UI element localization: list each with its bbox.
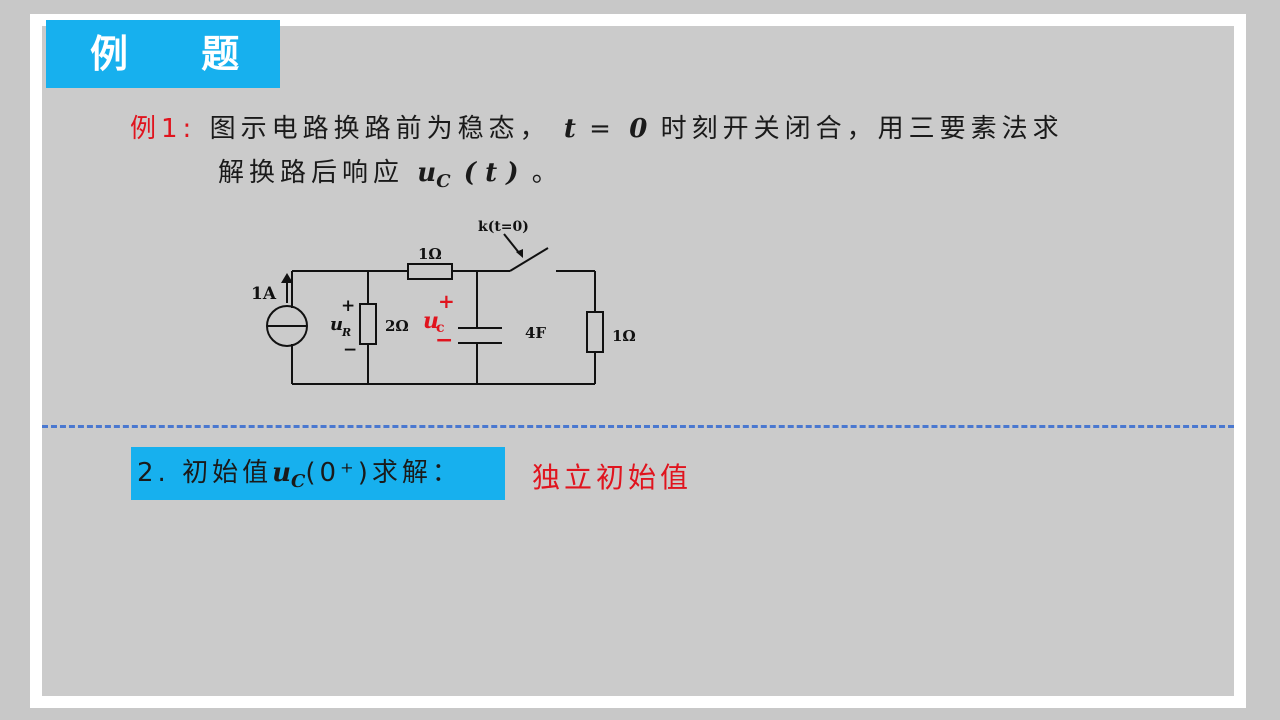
cap-label: 4F — [525, 324, 546, 342]
switch-label: k(t=0) — [478, 219, 529, 235]
ur-plus: + — [341, 296, 355, 316]
uc-variable: u — [417, 158, 437, 188]
uc-argument: ( t ) — [463, 158, 519, 188]
ur-label: u — [330, 314, 343, 335]
switch-blade — [509, 247, 549, 272]
step-prefix: 2. 初始值 — [137, 458, 273, 488]
uc-subscript: C — [436, 171, 451, 192]
step-u-variable: u — [272, 458, 291, 488]
problem-label: 例1: — [130, 114, 197, 144]
step-argument: (0⁺) — [305, 458, 372, 488]
circuit-diagram: 1A 1Ω k(t=0) 2Ω 4F 1Ω + − u R + u c − — [251, 219, 636, 385]
problem-text-2: 解换路后响应 — [218, 158, 405, 188]
switch-arrow-head — [516, 249, 523, 258]
r1-label: 1Ω — [418, 245, 442, 263]
switch-label-arrow — [503, 233, 521, 255]
uc-subscript: c — [436, 320, 445, 336]
current-arrow-icon — [281, 273, 293, 283]
resistor-1ohm-load — [586, 311, 604, 353]
section-title: 例 题 — [46, 20, 280, 88]
time-zero: 0 — [629, 114, 648, 144]
uc-plus: + — [438, 289, 455, 313]
section-divider — [42, 425, 1234, 428]
step-note: 独立初始值 — [532, 461, 693, 494]
problem-line-2: 解换路后响应 uC ( t ) 。 — [218, 152, 563, 192]
equals-sign: = — [589, 114, 616, 144]
uc-minus: − — [435, 327, 453, 353]
time-variable: t — [563, 114, 576, 144]
problem-line-1: 例1: 图示电路换路前为稳态， t = 0 时刻开关闭合，用三要素法求 — [130, 108, 1064, 145]
step-suffix: 求解： — [371, 458, 462, 488]
r2-label: 2Ω — [385, 317, 409, 335]
uc-label: u — [423, 308, 439, 334]
resistor-2ohm — [359, 303, 377, 345]
step-heading: 2. 初始值uC(0⁺)求解： — [131, 447, 505, 500]
ur-minus: − — [343, 340, 357, 360]
problem-text-1: 图示电路换路前为稳态， — [209, 114, 551, 144]
problem-text-2-tail: 。 — [531, 158, 563, 188]
r3-label: 1Ω — [612, 327, 636, 345]
resistor-1ohm-series — [407, 263, 453, 280]
step-u-subscript: C — [290, 471, 306, 492]
problem-text-1-tail: 时刻开关闭合，用三要素法求 — [660, 114, 1064, 144]
slide-content-area — [42, 26, 1234, 696]
source-label: 1A — [251, 284, 277, 304]
ur-subscript: R — [341, 326, 351, 339]
